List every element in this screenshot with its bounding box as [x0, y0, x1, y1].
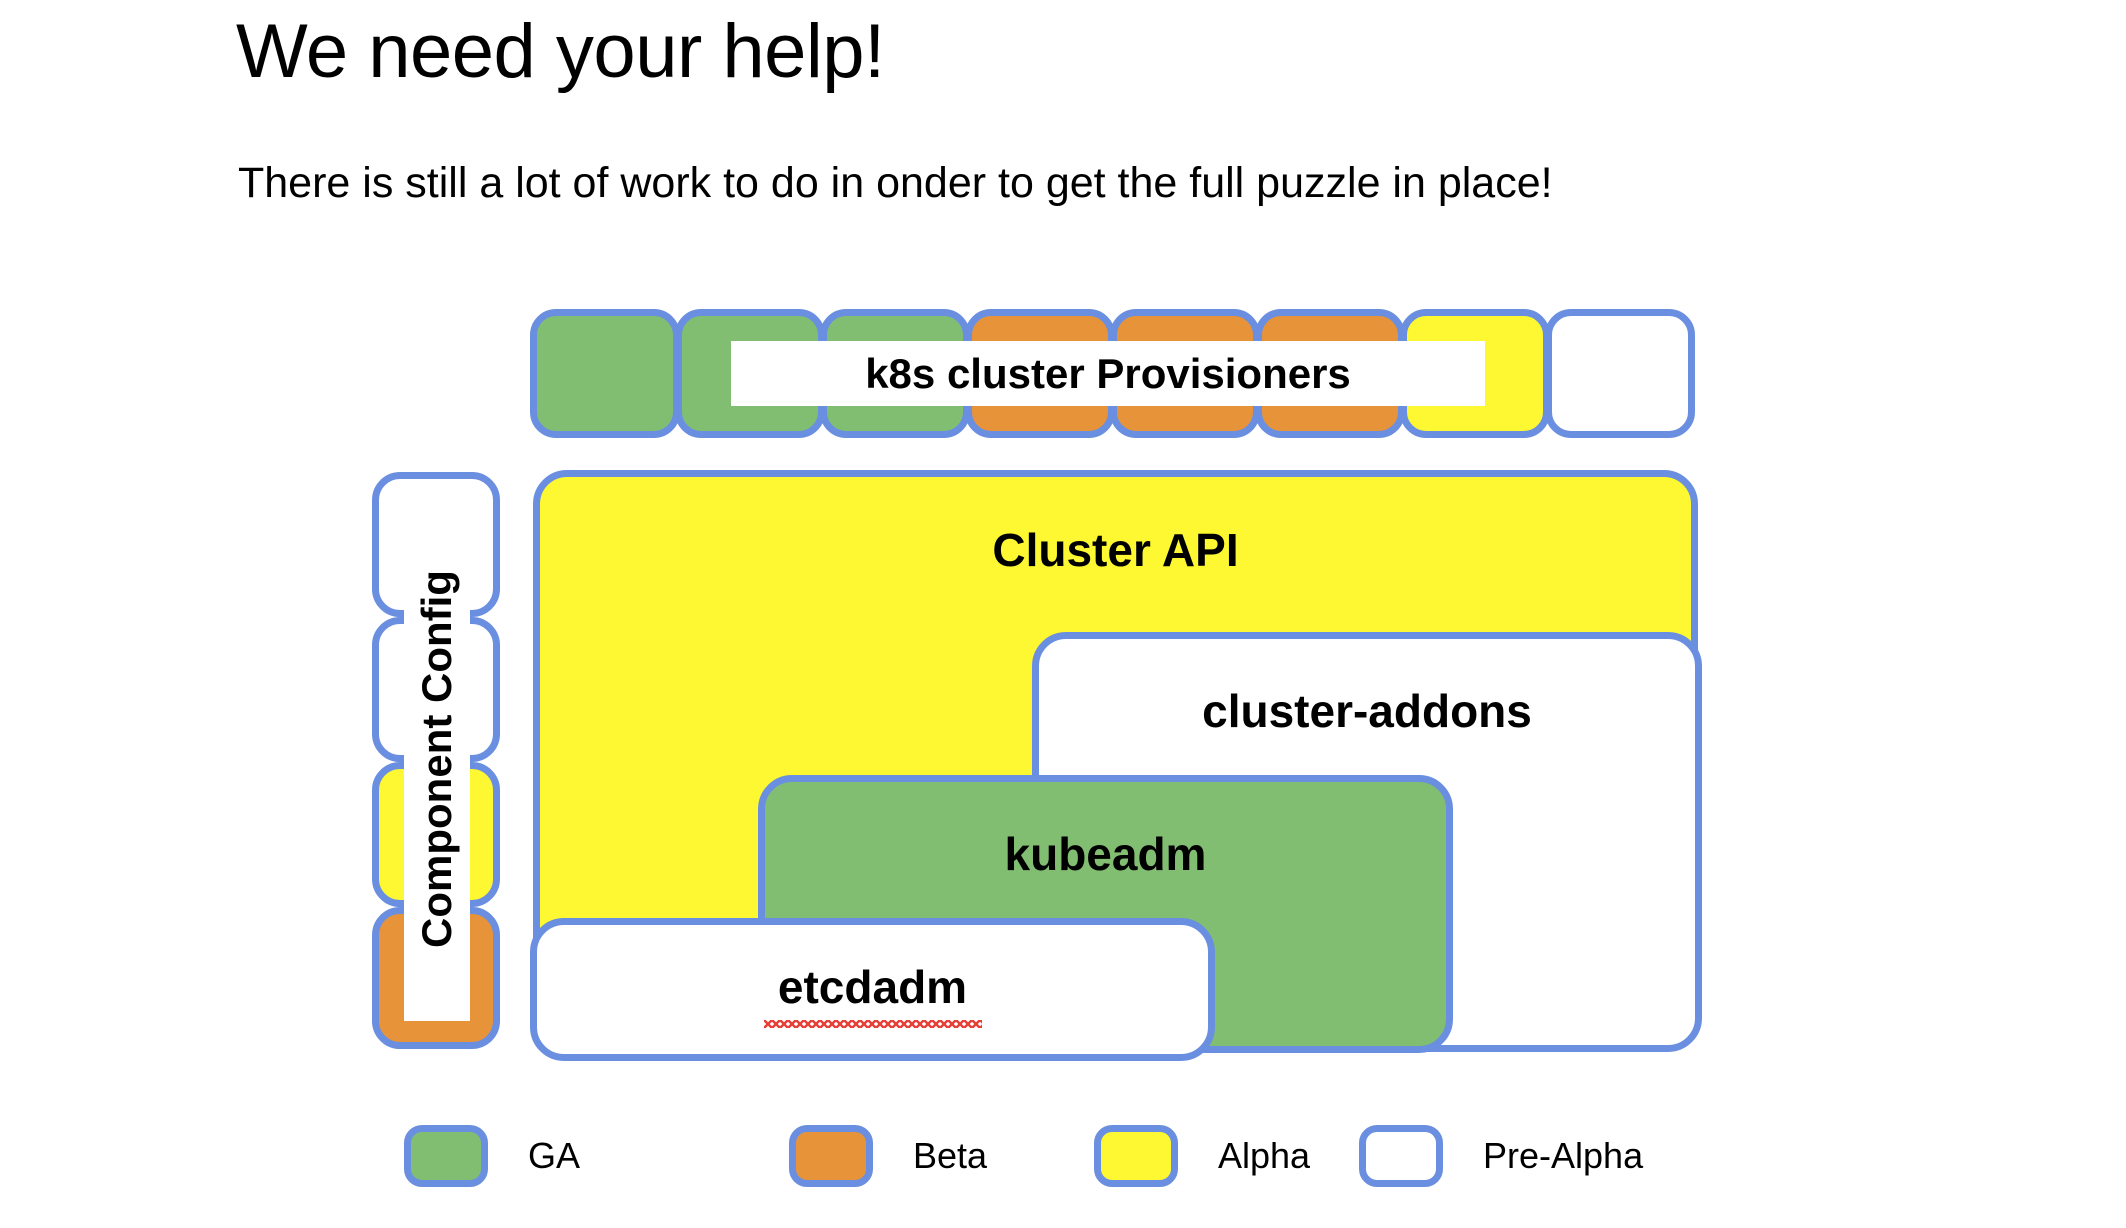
box-etcdadm[interactable]: etcdadm [530, 918, 1215, 1061]
legend-label-alpha: Alpha [1218, 1135, 1311, 1176]
provisioner-tile-1[interactable] [530, 309, 680, 438]
legend-item-pre-alpha: Pre-Alpha [1359, 1125, 1643, 1187]
legend: GA Beta Alpha Pre-Alpha [404, 1125, 1724, 1205]
box-cluster-addons-label: cluster-addons [1202, 685, 1532, 737]
component-config-label-text: Component Config [413, 570, 461, 948]
legend-item-alpha: Alpha [1094, 1125, 1310, 1187]
box-kubeadm-label: kubeadm [1004, 828, 1207, 880]
legend-item-beta: Beta [789, 1125, 987, 1187]
provisioner-tile-8[interactable] [1545, 309, 1695, 438]
legend-item-ga: GA [404, 1125, 580, 1187]
k8s-cluster-provisioners-label: k8s cluster Provisioners [731, 341, 1485, 406]
legend-label-pre-alpha: Pre-Alpha [1483, 1135, 1644, 1176]
box-etcdadm-label: etcdadm [777, 961, 968, 1013]
legend-label-beta: Beta [913, 1135, 988, 1176]
spellcheck-squiggle-icon [763, 1020, 982, 1028]
legend-label-ga: GA [528, 1135, 581, 1176]
page-subtitle: There is still a lot of work to do in on… [238, 159, 1553, 207]
legend-swatch-alpha [1094, 1125, 1178, 1187]
legend-swatch-ga [404, 1125, 488, 1187]
component-config-label: Component Config [404, 497, 470, 1021]
legend-swatch-beta [789, 1125, 873, 1187]
k8s-cluster-provisioners-label-text: k8s cluster Provisioners [865, 349, 1351, 397]
page-title: We need your help! [236, 9, 885, 94]
box-cluster-api-label: Cluster API [992, 524, 1239, 576]
legend-swatch-pre-alpha [1359, 1125, 1443, 1187]
